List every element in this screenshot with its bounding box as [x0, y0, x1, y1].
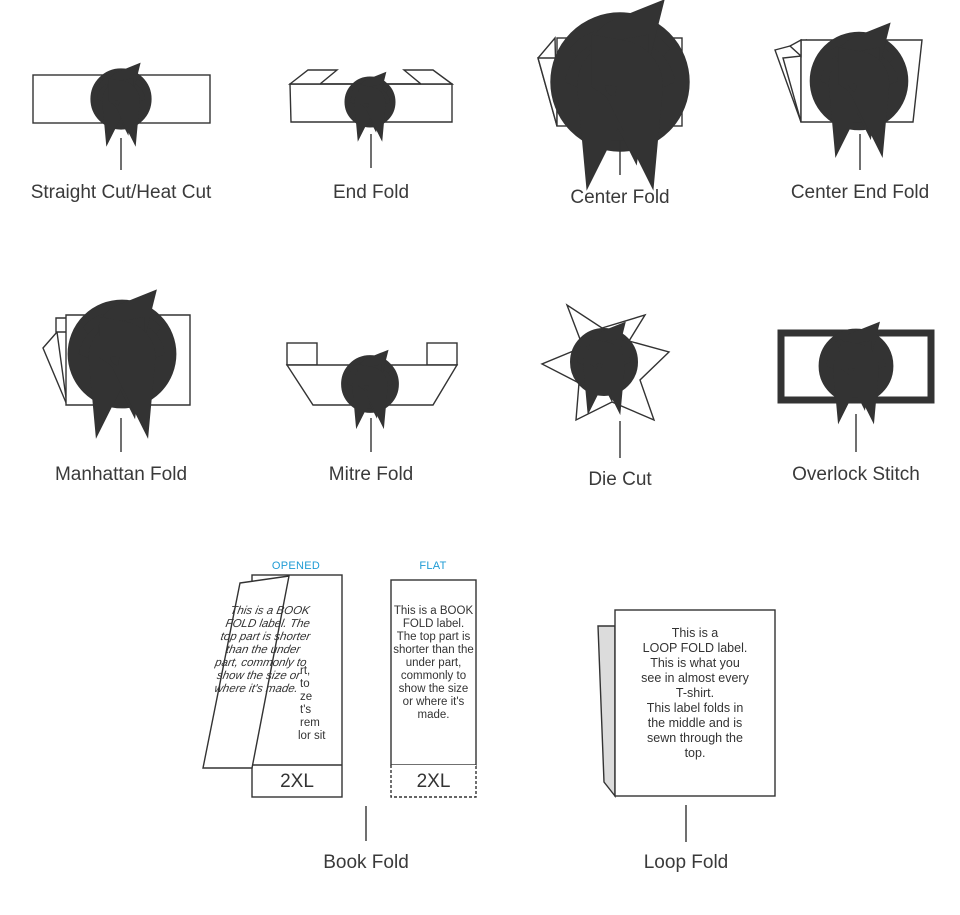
book-fold-flat-size: 2XL	[416, 771, 451, 792]
label-die-cut: Die Cut	[588, 469, 652, 490]
book-fold-flat-shape	[390, 579, 477, 798]
label-end-fold: End Fold	[332, 182, 410, 203]
die-cut-label-shape	[540, 303, 671, 458]
end-fold-label-shape	[287, 69, 455, 168]
center-end-fold-label-shape	[774, 40, 923, 170]
label-book-fold: Book Fold	[323, 852, 409, 873]
caption-opened: OPENED	[271, 560, 321, 572]
label-loop-fold: Loop Fold	[643, 852, 729, 873]
center-fold-label-shape	[537, 38, 682, 175]
book-fold-opened-size: 2XL	[280, 771, 314, 792]
label-manhattan-fold: Manhattan Fold	[54, 464, 188, 485]
mitre-fold-label-shape	[285, 342, 459, 452]
book-fold-opened-text: This is a BOOK FOLD label. The top part …	[213, 605, 312, 695]
loop-fold-label-shape	[597, 609, 776, 842]
palm-tree-logo-icon	[584, 342, 624, 382]
book-fold-opened-shape	[202, 574, 343, 798]
loop-fold-text: This is a LOOP FOLD label. This is what …	[641, 626, 749, 760]
palm-tree-logo-icon	[834, 344, 878, 388]
manhattan-fold-label-shape	[42, 315, 191, 452]
palm-tree-logo-icon	[579, 41, 661, 123]
book-fold-opened-under-text: rt, to ze t's rem lor sit	[298, 665, 326, 742]
book-fold-flat-text: This is a BOOK FOLD label. The top part …	[393, 605, 474, 721]
label-straight-cut: Straight Cut/Heat Cut	[30, 182, 212, 203]
palm-tree-logo-icon	[103, 81, 139, 117]
overlock-stitch-label-shape	[777, 333, 935, 452]
label-mitre-fold: Mitre Fold	[328, 464, 414, 485]
straight-cut-label-shape	[32, 75, 211, 170]
palm-tree-logo-icon	[355, 87, 385, 117]
label-overlock-stitch: Overlock Stitch	[792, 464, 920, 485]
label-center-fold: Center Fold	[570, 187, 670, 208]
palm-tree-logo-icon	[90, 322, 154, 386]
label-center-end-fold: Center End Fold	[790, 182, 930, 203]
caption-flat: FLAT	[419, 560, 447, 572]
palm-tree-logo-icon	[353, 367, 387, 401]
palm-tree-logo-icon	[830, 52, 888, 110]
